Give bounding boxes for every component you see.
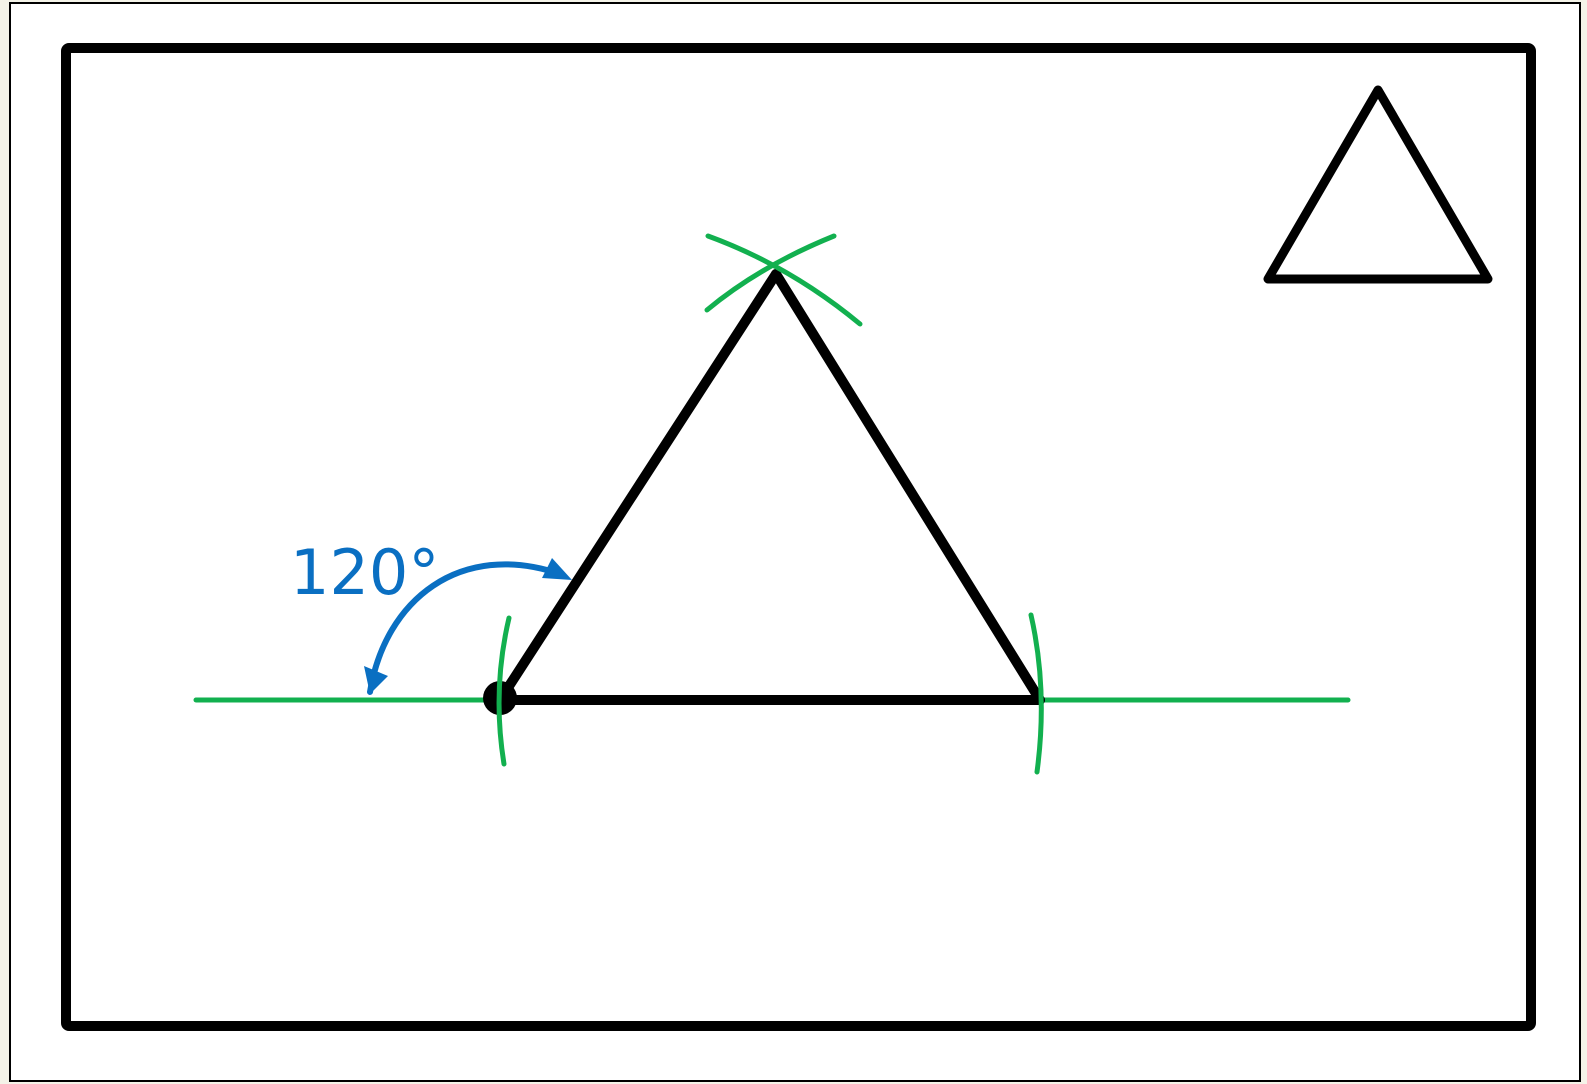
angle-marker <box>367 561 563 695</box>
sheet-border <box>9 2 1581 1082</box>
compass-arc-apex-2 <box>704 233 837 313</box>
compass-arcs <box>496 233 1044 775</box>
triangle-left-side <box>495 269 781 705</box>
angle-arrowhead-start <box>364 666 388 694</box>
angle-arc <box>367 561 563 695</box>
equilateral-triangle-icon <box>1263 85 1493 284</box>
compass-arc-apex-1 <box>705 233 863 327</box>
angle-arrowhead-end <box>542 558 572 580</box>
main-triangle <box>495 269 1045 705</box>
drawing-frame <box>61 43 1536 1031</box>
angle-label: 120° <box>290 536 439 609</box>
compass-arc-right-vertex <box>1028 612 1044 775</box>
triangle-right-side <box>771 269 1045 705</box>
compass-arc-left-vertex <box>496 615 512 767</box>
